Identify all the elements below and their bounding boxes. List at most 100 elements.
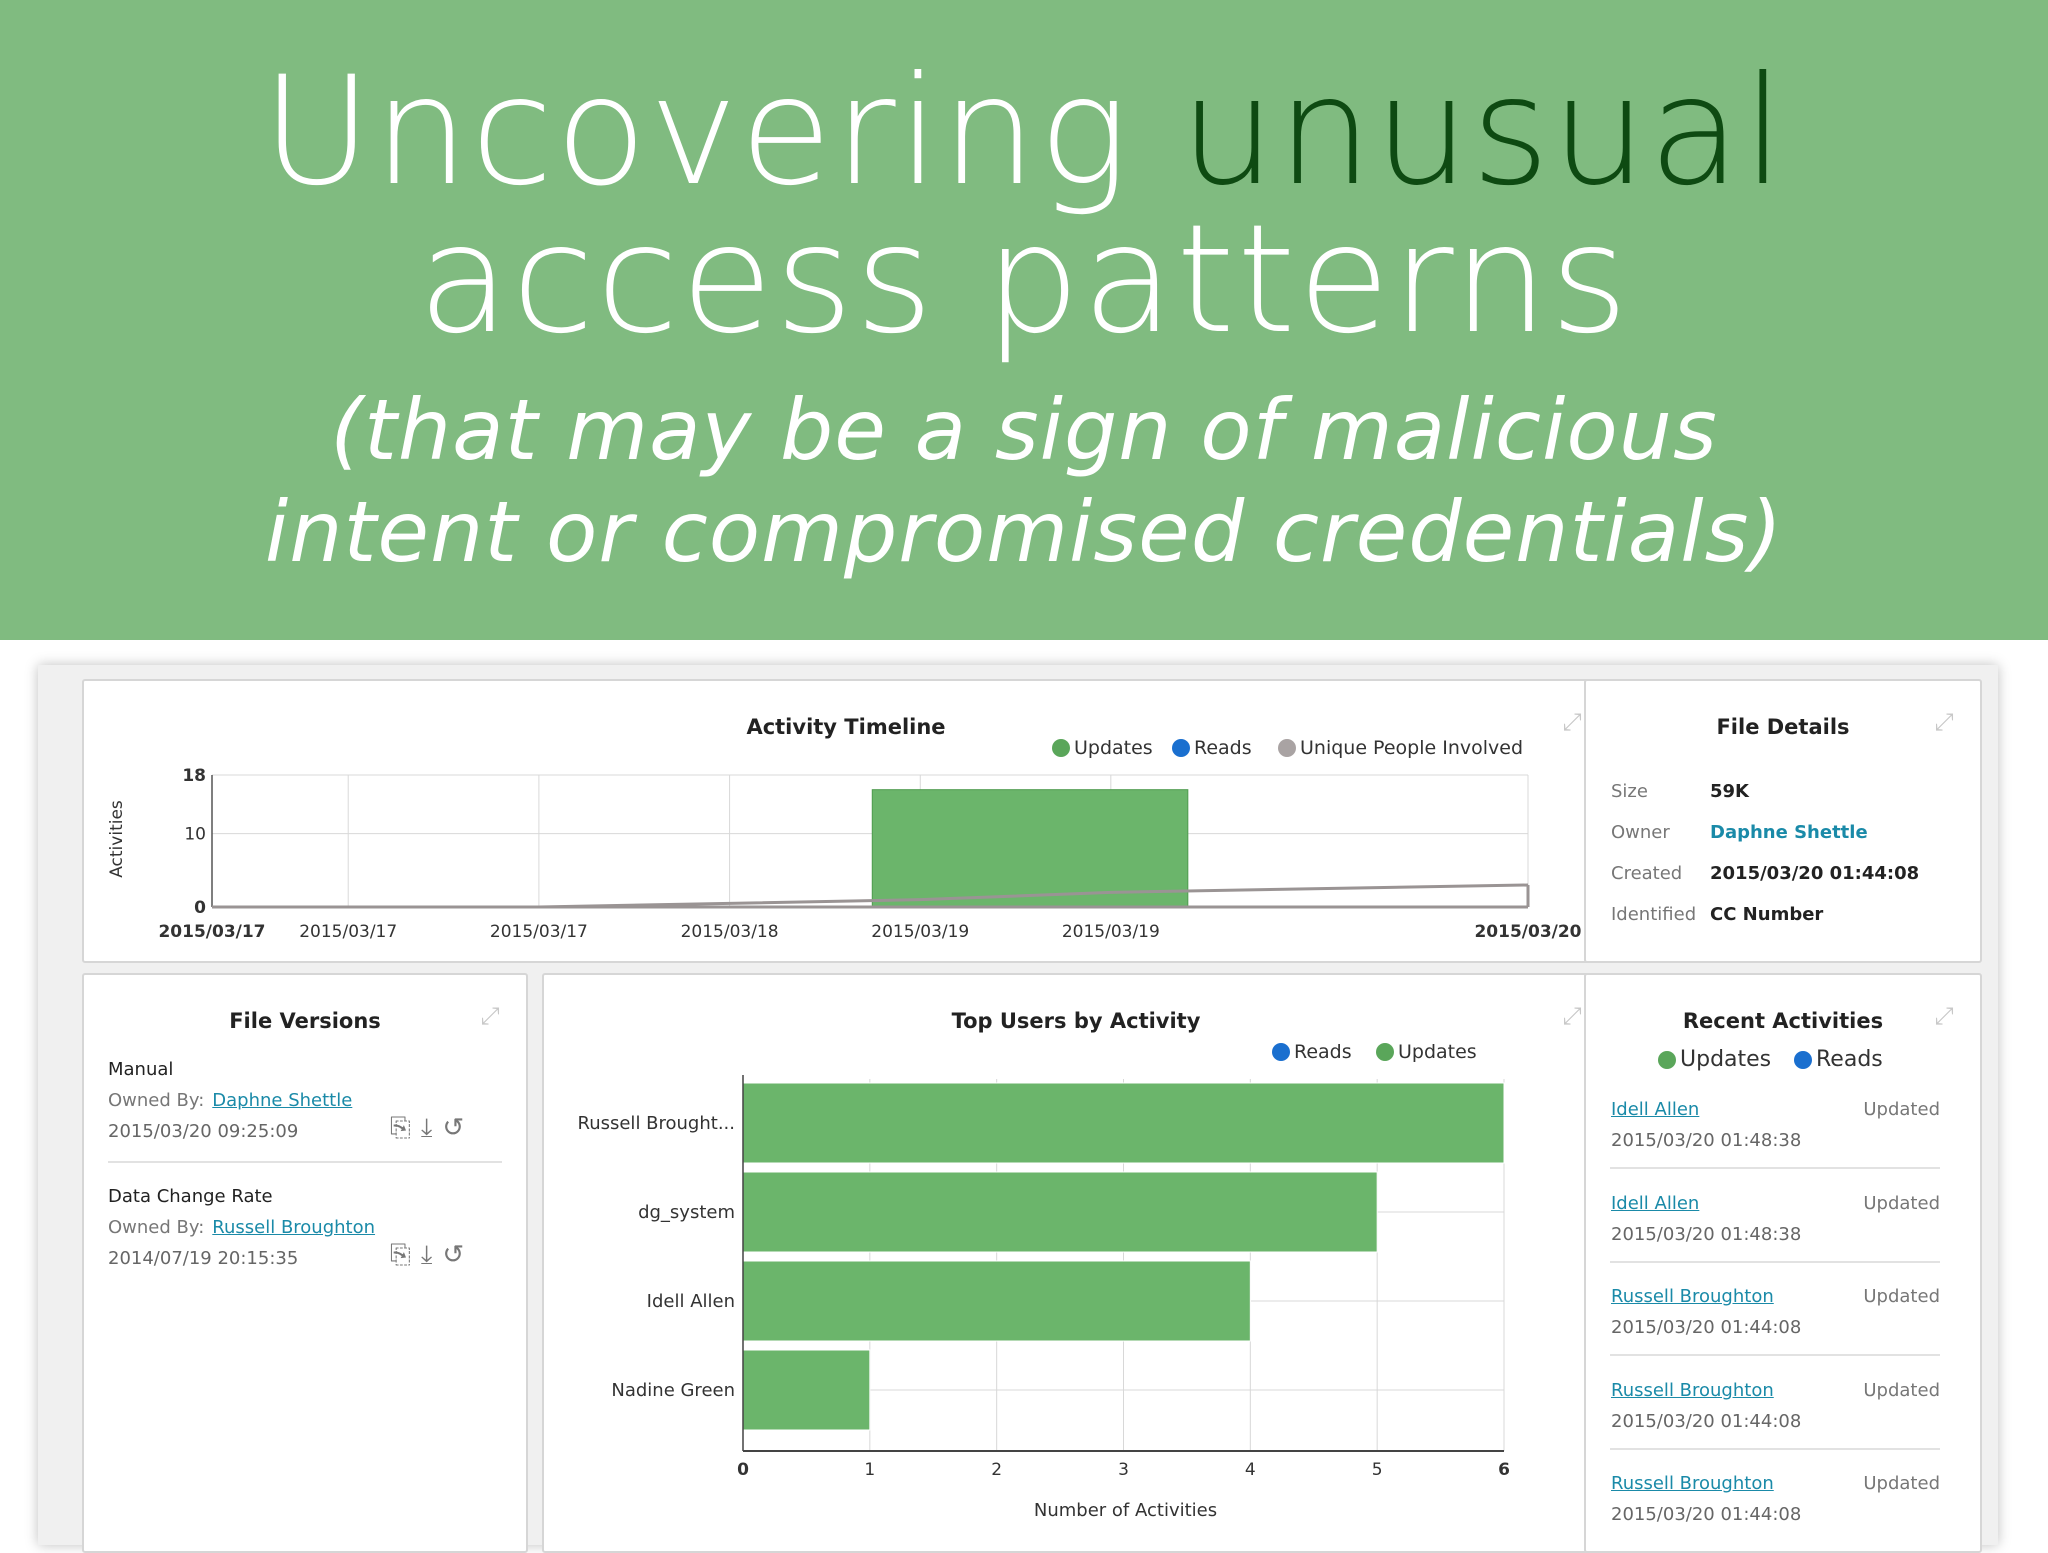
- identified-value: CC Number: [1710, 904, 1824, 925]
- activity-action: Updated: [1863, 1473, 1940, 1494]
- recent-activities-panel: Recent Activities ⤢ Updates Reads Idell …: [1584, 973, 1982, 1553]
- legend-reads[interactable]: Reads: [1794, 1047, 1883, 1072]
- activity-action: Updated: [1863, 1099, 1940, 1120]
- legend-reads-label: Reads: [1294, 1041, 1352, 1063]
- slide-title-line2: access patterns: [417, 193, 1631, 367]
- revert-icon[interactable]: ↺: [442, 1113, 475, 1143]
- unique-people-line: [212, 883, 1529, 909]
- x-tick-label: 0: [737, 1460, 749, 1480]
- version-name: Data Change Rate: [108, 1186, 273, 1207]
- x-tick-label: 6: [1498, 1460, 1510, 1480]
- x-tick-label: 4: [1245, 1460, 1256, 1480]
- legend-updates-label: Updates: [1680, 1047, 1772, 1072]
- title-highlight: unusual: [1180, 45, 1787, 219]
- activity-action: Updated: [1863, 1286, 1940, 1307]
- legend-updates[interactable]: Updates: [1376, 1041, 1477, 1063]
- version-owner: Owned By: Daphne Shettle: [108, 1090, 352, 1111]
- bar-updates: [742, 1260, 1251, 1342]
- version-owner: Owned By:Russell Broughton: [108, 1217, 375, 1238]
- x-tick-label: 2015/03/19: [871, 922, 969, 942]
- version-owner-link[interactable]: Daphne Shettle: [212, 1090, 353, 1111]
- reads-dot-icon: [1794, 1051, 1812, 1069]
- x-tick-label: 2015/03/17: [299, 922, 397, 942]
- activity-time: 2015/03/20 01:48:38: [1611, 1130, 1802, 1151]
- version-actions: ⎘⤓↺: [390, 1113, 474, 1144]
- activity-time: 2015/03/20 01:44:08: [1611, 1317, 1802, 1338]
- y-tick-label: 10: [184, 825, 206, 845]
- slide-subtitle-line2: intent or compromised credentials): [264, 483, 1784, 581]
- legend-updates[interactable]: Updates: [1658, 1047, 1771, 1072]
- created-value: 2015/03/20 01:44:08: [1710, 863, 1920, 884]
- identified-label: Identified: [1611, 904, 1697, 925]
- slide-title-line1: Uncovering unusual: [0, 52, 2048, 212]
- activity-user-link[interactable]: Russell Broughton: [1611, 1473, 1774, 1494]
- owned-by-label: Owned By:: [108, 1090, 205, 1111]
- x-tick-label: 2015/03/17: [490, 922, 588, 942]
- expand-icon[interactable]: ⤢: [1934, 1002, 1954, 1030]
- updates-area: [871, 789, 1189, 908]
- preview-icon[interactable]: ⎘: [390, 1240, 421, 1270]
- activity-time: 2015/03/20 01:44:08: [1611, 1411, 1802, 1432]
- divider: [1610, 1167, 1940, 1169]
- version-date: 2015/03/20 09:25:09: [108, 1121, 299, 1142]
- bar-updates: [742, 1349, 871, 1431]
- reads-dot-icon: [1172, 739, 1190, 757]
- activity-time: 2015/03/20 01:48:38: [1611, 1224, 1802, 1245]
- revert-icon[interactable]: ↺: [442, 1240, 475, 1270]
- divider: [1610, 1448, 1940, 1450]
- legend-unique-people[interactable]: Unique People Involved: [1278, 737, 1523, 759]
- x-tick-label: 2015/03/17: [158, 922, 265, 942]
- file-versions-title: File Versions: [229, 1009, 381, 1033]
- title-part1: Uncovering: [261, 45, 1181, 219]
- legend-reads[interactable]: Reads: [1172, 737, 1252, 759]
- file-details-title: File Details: [1716, 715, 1850, 739]
- activity-user-link[interactable]: Russell Broughton: [1611, 1286, 1774, 1307]
- recent-activities-title: Recent Activities: [1682, 1009, 1884, 1033]
- divider: [1610, 1354, 1940, 1356]
- legend-unique-label: Unique People Involved: [1300, 737, 1524, 759]
- x-tick-label: 2015/03/20: [1474, 922, 1581, 942]
- x-axis-label: Number of Activities: [1034, 1500, 1217, 1521]
- y-tick-label: 0: [194, 898, 206, 918]
- top-users-title: Top Users by Activity: [951, 1009, 1201, 1033]
- legend-updates[interactable]: Updates: [1052, 737, 1153, 759]
- activity-action: Updated: [1863, 1193, 1940, 1214]
- download-icon[interactable]: ⤓: [420, 1113, 443, 1143]
- activity-timeline-panel: Activity Timeline ⤢ Updates Reads Unique…: [82, 679, 1610, 963]
- y-axis-label: Activities: [107, 800, 127, 878]
- expand-icon[interactable]: ⤢: [1562, 1002, 1582, 1030]
- version-date: 2014/07/19 20:15:35: [108, 1248, 299, 1269]
- expand-icon[interactable]: ⤢: [1934, 708, 1954, 736]
- owner-link[interactable]: Daphne Shettle: [1710, 822, 1868, 843]
- y-tick-label: 18: [182, 766, 206, 786]
- activity-user-link[interactable]: Russell Broughton: [1611, 1380, 1774, 1401]
- preview-icon[interactable]: ⎘: [390, 1113, 421, 1143]
- owner-label: Owner: [1611, 822, 1670, 843]
- activity-user-link[interactable]: Idell Allen: [1611, 1099, 1700, 1120]
- expand-icon[interactable]: ⤢: [1562, 708, 1582, 736]
- created-label: Created: [1611, 863, 1683, 884]
- updates-dot-icon: [1052, 739, 1070, 757]
- category-label: Nadine Green: [611, 1380, 735, 1401]
- category-label: dg_system: [638, 1202, 735, 1223]
- expand-icon[interactable]: ⤢: [480, 1002, 500, 1030]
- title-banner: Uncovering unusual access patterns (that…: [0, 0, 2048, 640]
- size-label: Size: [1611, 781, 1648, 802]
- activity-user-link[interactable]: Idell Allen: [1611, 1193, 1700, 1214]
- activity-action: Updated: [1863, 1380, 1940, 1401]
- x-tick-label: 2: [991, 1460, 1002, 1480]
- version-owner-link[interactable]: Russell Broughton: [212, 1217, 376, 1238]
- updates-dot-icon: [1658, 1051, 1676, 1069]
- file-versions-panel: File Versions ⤢ Manual Owned By:Daphne S…: [82, 973, 528, 1553]
- legend-reads[interactable]: Reads: [1272, 1041, 1352, 1063]
- x-tick-label: 3: [1118, 1460, 1129, 1480]
- divider: [108, 1161, 502, 1163]
- bar-updates: [742, 1171, 1378, 1253]
- x-tick-label: 5: [1372, 1460, 1383, 1480]
- size-value: 59K: [1710, 781, 1749, 802]
- download-icon[interactable]: ⤓: [420, 1240, 443, 1270]
- file-details-panel: File Details ⤢ Size 59K Owner Daphne She…: [1584, 679, 1982, 963]
- legend-reads-label: Reads: [1816, 1047, 1883, 1072]
